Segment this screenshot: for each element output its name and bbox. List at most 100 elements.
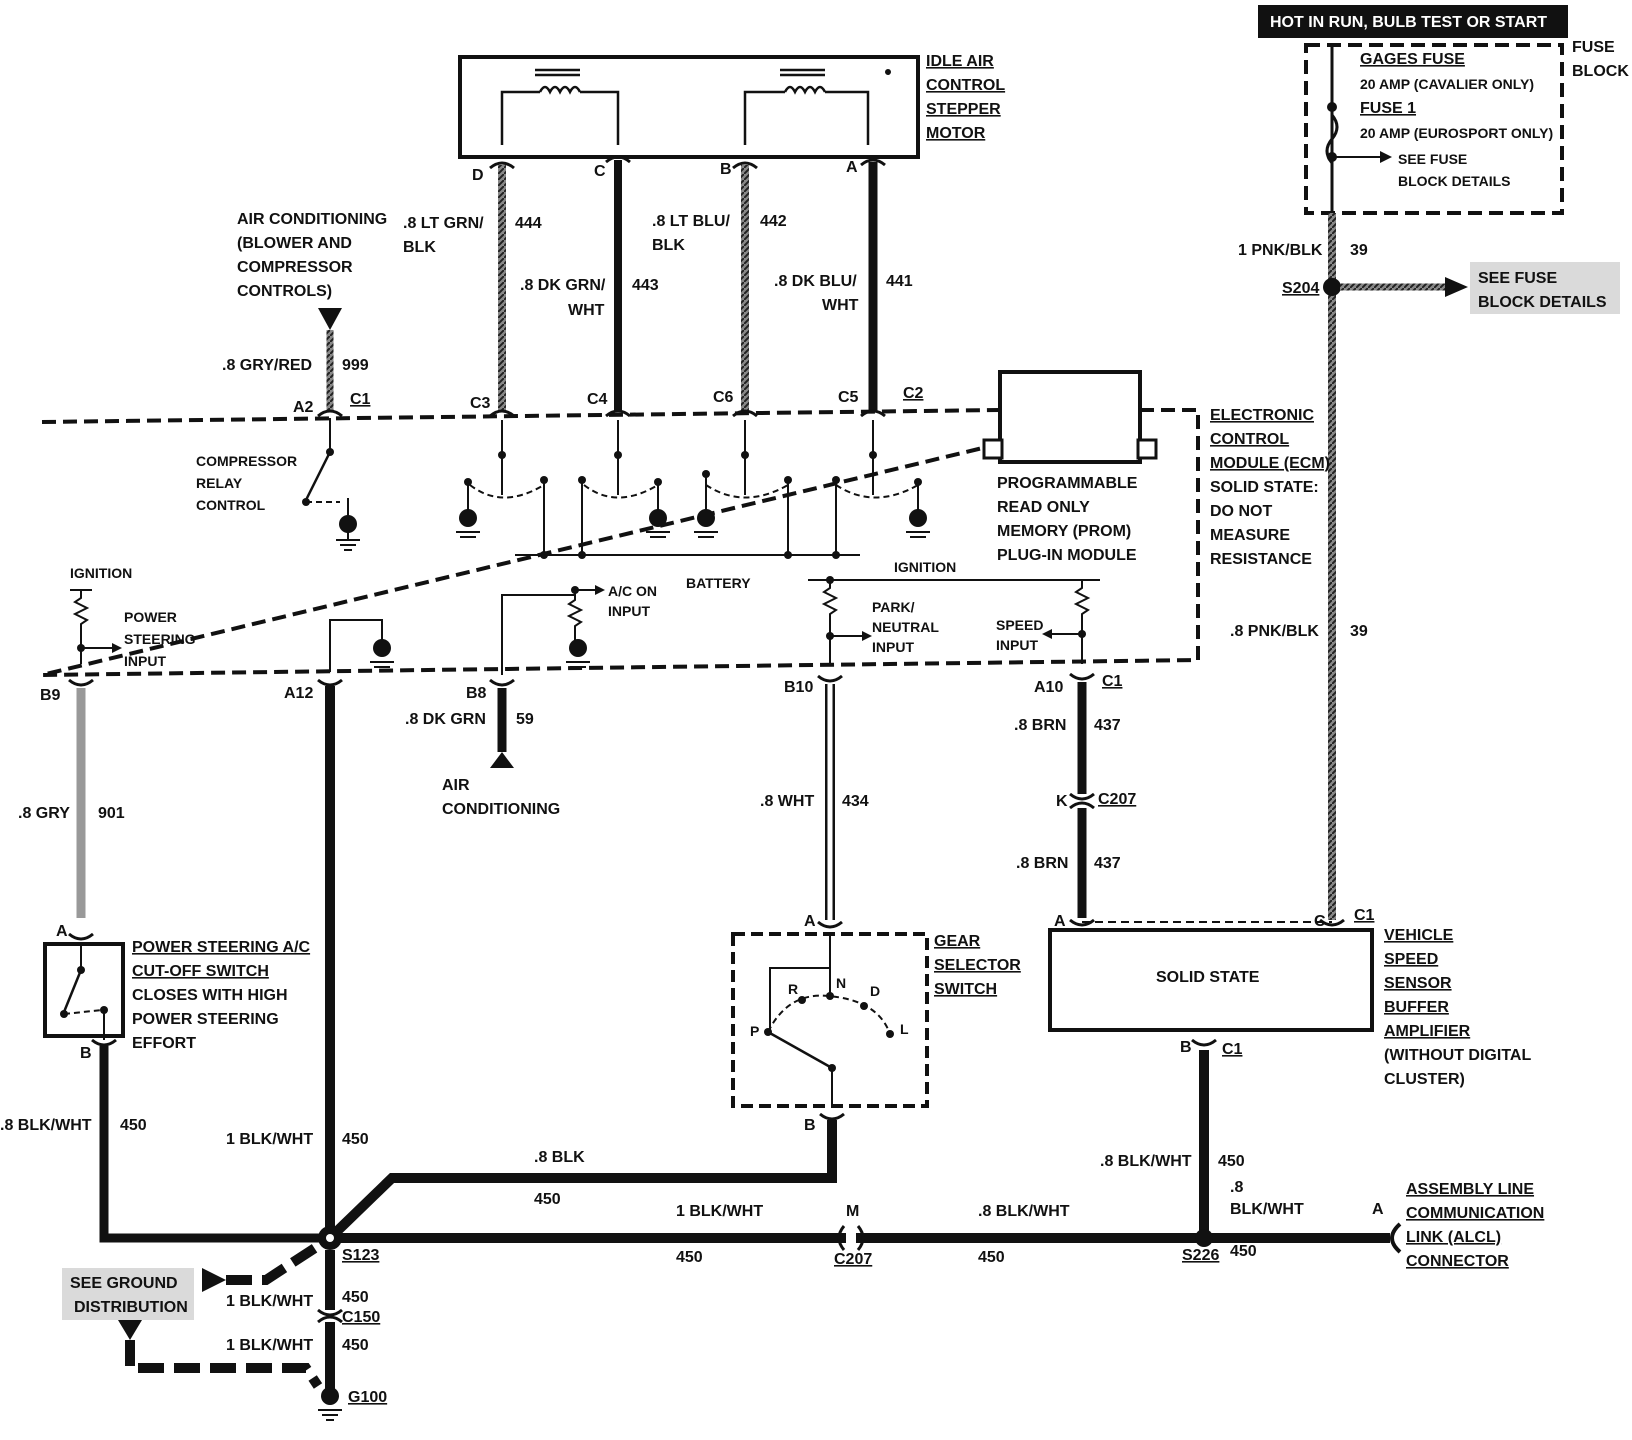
iac-label-2: CONTROL	[926, 77, 1005, 94]
vss-label-3: SENSOR	[1384, 975, 1452, 992]
comp-relay-1: COMPRESSOR	[196, 453, 297, 469]
wire-443-color-1: .8 DK GRN/	[520, 277, 606, 294]
conn-a12: A12	[284, 685, 313, 702]
conn-a2: A2	[293, 399, 314, 416]
wire-450-alcl-color-2: BLK/WHT	[1230, 1201, 1304, 1218]
fuse-block-title-1: FUSE	[1572, 39, 1615, 56]
gear-r: R	[788, 981, 798, 997]
wire-999-num: 999	[342, 357, 369, 374]
ps-switch-box	[43, 942, 125, 1038]
conn-a10: A10	[1034, 679, 1063, 696]
iac-pin-c: C	[594, 163, 606, 180]
ac-label-3: COMPRESSOR	[237, 259, 353, 276]
iac-label-4: MOTOR	[926, 125, 986, 142]
conn-c3: C3	[470, 395, 491, 412]
wire-59-num: 59	[516, 711, 534, 728]
wire-442-num: 442	[760, 213, 787, 230]
wire-450-gear-num: 450	[534, 1191, 561, 1208]
splice-s204	[1323, 278, 1341, 296]
wire-450-main-color: 1 BLK/WHT	[226, 1131, 313, 1148]
conn-b-vss: B	[1180, 1039, 1192, 1056]
wire-442-color-2: BLK	[652, 237, 685, 254]
wire-450-vss-num: 450	[1218, 1153, 1245, 1170]
splice-s204-label: S204	[1282, 280, 1319, 297]
ac-bottom-2: CONDITIONING	[442, 801, 560, 818]
ecm-label-6: MEASURE	[1210, 527, 1290, 544]
vss-box	[1048, 928, 1374, 1032]
alcl-label-4: CONNECTOR	[1406, 1253, 1509, 1270]
wire-901-color: .8 GRY	[18, 805, 70, 822]
gear-n: N	[836, 975, 846, 991]
ground-g100	[321, 1387, 339, 1405]
ac-label-4: CONTROLS)	[237, 283, 332, 300]
splice-s123-label: S123	[342, 1247, 379, 1264]
wire-450-gnd1-color: 1 BLK/WHT	[226, 1293, 313, 1310]
comp-relay-2: RELAY	[196, 475, 243, 491]
ground-g100-label: G100	[348, 1389, 387, 1406]
park-input-3: INPUT	[872, 639, 914, 655]
fuse-block-outline	[1304, 43, 1564, 215]
iac-label-3: STEPPER	[926, 101, 1001, 118]
alcl-label-1: ASSEMBLY LINE	[1406, 1181, 1534, 1198]
wire-443-num: 443	[632, 277, 659, 294]
conn-c2: C2	[903, 385, 924, 402]
gear-label-2: SELECTOR	[934, 957, 1021, 974]
wire-450-gnd1-num: 450	[342, 1289, 369, 1306]
hot-banner-text: HOT IN RUN, BULB TEST OR START	[1270, 14, 1547, 31]
ps-input-1: POWER	[124, 609, 177, 625]
wire-39a-color: 1 PNK/BLK	[1238, 242, 1323, 259]
wire-450-ps-color: .8 BLK/WHT	[0, 1117, 92, 1134]
ecm-label-5: DO NOT	[1210, 503, 1272, 520]
prom-label-1: PROGRAMMABLE	[997, 475, 1138, 492]
gages-fuse-label: GAGES FUSE	[1360, 51, 1465, 68]
vss-label-5: AMPLIFIER	[1384, 1023, 1471, 1040]
conn-c1-vss-b: C1	[1222, 1041, 1243, 1058]
wire-441-num: 441	[886, 273, 913, 290]
prom-label-4: PLUG-IN MODULE	[997, 547, 1137, 564]
comp-relay-3: CONTROL	[196, 497, 266, 513]
hot-banner: HOT IN RUN, BULB TEST OR START	[1258, 5, 1568, 38]
conn-b-ps: B	[80, 1045, 92, 1062]
arrow-icon	[112, 643, 122, 653]
vss-label-1: VEHICLE	[1384, 927, 1454, 944]
wire-441-color-1: .8 DK BLU/	[774, 273, 857, 290]
arrow-icon	[862, 631, 872, 641]
battery-label: BATTERY	[686, 575, 751, 591]
ground-dist-1: SEE GROUND	[70, 1275, 178, 1292]
arrow-icon	[1445, 277, 1468, 297]
gages-fuse-rating: 20 AMP (CAVALIER ONLY)	[1360, 76, 1534, 92]
arrow-icon	[490, 752, 514, 768]
park-input-1: PARK/	[872, 599, 915, 615]
ecm-label-7: RESISTANCE	[1210, 551, 1312, 568]
vss-box-label: SOLID STATE	[1156, 969, 1260, 986]
gear-l: L	[900, 1021, 909, 1037]
gear-label-1: GEAR	[934, 933, 981, 950]
prom-label-3: MEMORY (PROM)	[997, 523, 1131, 540]
conn-c207-top: C207	[1098, 791, 1136, 808]
see-fuse-right-2: BLOCK DETAILS	[1478, 294, 1607, 311]
ps-switch-1: POWER STEERING A/C	[132, 939, 311, 956]
wire-450-alcl-num: 450	[1230, 1243, 1257, 1260]
fuse1-label: FUSE 1	[1360, 100, 1416, 117]
wire-450-c207-color: 1 BLK/WHT	[676, 1203, 763, 1220]
conn-c150: C150	[342, 1309, 380, 1326]
see-fuse-1: SEE FUSE	[1398, 151, 1467, 167]
conn-c6: C6	[713, 389, 734, 406]
ground-dist-2: DISTRIBUTION	[74, 1299, 188, 1316]
wire-39b-color: .8 PNK/BLK	[1230, 623, 1319, 640]
gear-d: D	[870, 983, 880, 999]
ps-switch-2: CUT-OFF SWITCH	[132, 963, 269, 980]
ign-left-label: IGNITION	[70, 565, 132, 581]
arrow-icon	[1380, 151, 1392, 163]
wire-450-s226-num: 450	[978, 1249, 1005, 1266]
wire-450-alcl-color-1: .8	[1230, 1179, 1243, 1196]
gear-label-3: SWITCH	[934, 981, 997, 998]
ecm-label-1: ELECTRONIC	[1210, 407, 1314, 424]
ps-input-2: STEERING	[124, 631, 196, 647]
ign-right-label: IGNITION	[894, 559, 956, 575]
conn-a-alcl: A	[1372, 1201, 1384, 1218]
park-input-2: NEUTRAL	[872, 619, 939, 635]
fuse-node-1	[1327, 102, 1337, 112]
